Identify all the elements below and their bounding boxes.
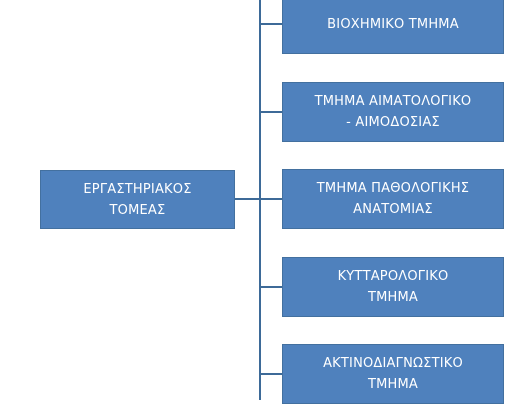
child-node-pathological-anatomy: ΤΜΗΜΑ ΠΑΘΟΛΟΓΙΚΗΣ ΑΝΑΤΟΜΙΑΣ [282, 169, 504, 229]
child-node-radiology-department: ΑΚΤΙΝΟΔΙΑΓΝΩΣΤΙΚΟ ΤΜΗΜΑ [282, 344, 504, 404]
child-node-biochemical-department: ΒΙΟΧΗΜΙΚΟ ΤΜΗΜΑ [282, 0, 504, 54]
child-node-hematology-blood-donation: ΤΜΗΜΑ ΑΙΜΑΤΟΛΟΓΙΚΟ - ΑΙΜΟΔΟΣΙΑΣ [282, 82, 504, 142]
root-node-laboratory-sector: ΕΡΓΑΣΤΗΡΙΑΚΟΣ ΤΟΜΕΑΣ [40, 170, 235, 229]
child-node-cytology-department: ΚΥΤΤΑΡΟΛΟΓΙΚΟ ΤΜΗΜΑ [282, 257, 504, 317]
